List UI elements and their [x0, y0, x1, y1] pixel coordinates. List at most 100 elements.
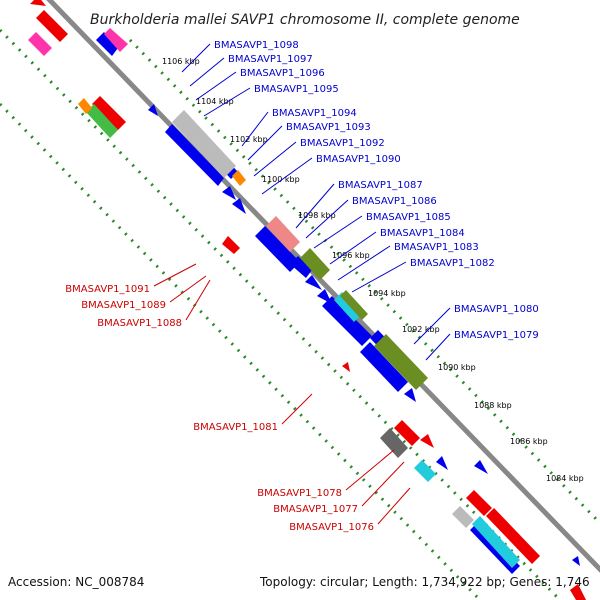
- tick-label: 1096 kbp: [332, 251, 370, 260]
- track-dotted-middle: [128, 38, 600, 525]
- gene-arrow[interactable]: [486, 508, 540, 564]
- gene-label-forward[interactable]: BMASAVP1_1094: [272, 108, 357, 119]
- gene-label-forward[interactable]: BMASAVP1_1087: [338, 180, 423, 191]
- gene-arrow[interactable]: [322, 296, 372, 346]
- leader-line: [253, 141, 297, 177]
- tick-label: 1098 kbp: [298, 211, 336, 220]
- gene-arrow[interactable]: [30, 0, 46, 6]
- gene-arrow-green[interactable]: [86, 104, 118, 138]
- tick-label: 1106 kbp: [162, 57, 200, 66]
- gene-label-forward[interactable]: BMASAVP1_1080: [454, 304, 539, 315]
- gene-label-forward[interactable]: BMASAVP1_1090: [316, 154, 401, 165]
- leader-line: [261, 157, 313, 195]
- gene-arrow-cyan[interactable]: [472, 516, 520, 568]
- gene-label-reverse[interactable]: BMASAVP1_1089: [81, 300, 166, 311]
- gene-group-red: [30, 0, 586, 600]
- gene-arrow[interactable]: [394, 420, 420, 446]
- gene-arrow-darkgray[interactable]: [380, 428, 408, 458]
- gene-arrow[interactable]: [436, 456, 448, 470]
- leader-line: [195, 71, 237, 101]
- gene-arrow-olive[interactable]: [300, 248, 330, 280]
- leader-line: [425, 333, 451, 361]
- tick-label: 1100 kbp: [262, 175, 300, 184]
- gene-arrow[interactable]: [420, 434, 434, 448]
- gene-label-reverse[interactable]: BMASAVP1_1078: [257, 488, 342, 499]
- gene-arrow[interactable]: [404, 388, 416, 402]
- gene-label-reverse[interactable]: BMASAVP1_1076: [289, 522, 374, 533]
- leader-line: [153, 263, 197, 287]
- leader-line: [345, 449, 395, 491]
- gene-arrow-cyan[interactable]: [334, 292, 362, 322]
- leader-line: [169, 275, 207, 303]
- gene-arrow[interactable]: [222, 186, 236, 200]
- tick-label: 1102 kbp: [230, 135, 268, 144]
- gene-arrow-cyan[interactable]: [414, 460, 436, 482]
- leader-line: [377, 487, 411, 525]
- gene-label-forward[interactable]: BMASAVP1_1095: [254, 84, 339, 95]
- tick-label: 1084 kbp: [546, 474, 584, 483]
- gene-arrow[interactable]: [255, 226, 300, 272]
- gene-arrow-orange[interactable]: [78, 98, 92, 114]
- gene-label-forward[interactable]: BMASAVP1_1085: [366, 212, 451, 223]
- gene-arrow[interactable]: [572, 556, 580, 566]
- topology-text: Topology: circular; Length: 1,734,922 bp…: [259, 575, 590, 589]
- map-title: Burkholderia mallei SAVP1 chromosome II,…: [90, 12, 520, 28]
- gene-arrow[interactable]: [290, 256, 312, 278]
- leader-line: [313, 215, 363, 249]
- gene-label-forward[interactable]: BMASAVP1_1083: [394, 242, 479, 253]
- leader-line: [189, 57, 225, 87]
- tick-label: 1104 kbp: [196, 97, 234, 106]
- gene-arrow[interactable]: [342, 362, 350, 372]
- gene-arrow-pink[interactable]: [28, 32, 52, 56]
- gene-arrow-orange[interactable]: [232, 170, 246, 186]
- gene-label-forward[interactable]: BMASAVP1_1084: [380, 228, 465, 239]
- gene-label-reverse[interactable]: BMASAVP1_1088: [97, 318, 182, 329]
- genome-backbone: [46, 0, 600, 573]
- leader-line: [351, 261, 407, 293]
- gene-arrow[interactable]: [232, 198, 246, 214]
- gene-arrow-olive[interactable]: [340, 290, 368, 320]
- tick-label: 1090 kbp: [438, 363, 476, 372]
- gene-arrow[interactable]: [92, 96, 126, 130]
- gene-arrow[interactable]: [305, 275, 322, 290]
- accession-text: Accession: NC_008784: [8, 575, 144, 589]
- tick-label: 1088 kbp: [474, 401, 512, 410]
- gene-arrow[interactable]: [222, 236, 240, 254]
- gene-label-forward[interactable]: BMASAVP1_1098: [214, 40, 299, 51]
- gene-arrow[interactable]: [36, 10, 68, 42]
- gene-arrow-gray[interactable]: [452, 506, 474, 528]
- tick-labels: 1106 kbp 1104 kbp 1102 kbp 1100 kbp 1098 kbp…: [162, 57, 584, 483]
- gene-label-reverse[interactable]: BMASAVP1_1077: [273, 504, 358, 515]
- gene-label-forward[interactable]: BMASAVP1_1079: [454, 330, 539, 341]
- gene-arrow[interactable]: [148, 104, 158, 116]
- tick-label: 1086 kbp: [510, 437, 548, 446]
- gene-label-forward[interactable]: BMASAVP1_1086: [352, 196, 437, 207]
- tick-label: 1094 kbp: [368, 289, 406, 298]
- gene-label-forward[interactable]: BMASAVP1_1096: [240, 68, 325, 79]
- gene-arrow[interactable]: [474, 460, 488, 474]
- gene-label-reverse[interactable]: BMASAVP1_1091: [65, 284, 150, 295]
- gene-arrow-olive[interactable]: [374, 334, 428, 390]
- leader-line: [305, 199, 349, 239]
- gene-label-forward[interactable]: BMASAVP1_1097: [228, 54, 313, 65]
- gene-label-forward[interactable]: BMASAVP1_1082: [410, 258, 495, 269]
- gene-arrow[interactable]: [360, 342, 408, 392]
- leader-line: [329, 231, 377, 265]
- gene-label-reverse[interactable]: BMASAVP1_1081: [193, 422, 278, 433]
- leader-line: [203, 87, 251, 117]
- gene-arrow[interactable]: [165, 124, 224, 186]
- gene-arrow-gray[interactable]: [172, 110, 236, 178]
- reverse-gene-labels: BMASAVP1_1091BMASAVP1_1089BMASAVP1_1088B…: [65, 263, 411, 533]
- gene-arrow-salmon[interactable]: [266, 216, 300, 252]
- gene-arrow-pink[interactable]: [104, 28, 128, 52]
- gene-arrow[interactable]: [570, 584, 586, 600]
- forward-gene-labels: BMASAVP1_1098BMASAVP1_1097BMASAVP1_1096B…: [181, 40, 539, 361]
- gene-label-forward[interactable]: BMASAVP1_1093: [286, 122, 371, 133]
- leader-line: [181, 43, 211, 73]
- gene-arrow[interactable]: [466, 490, 492, 516]
- gene-arrow[interactable]: [96, 32, 118, 56]
- gene-label-forward[interactable]: BMASAVP1_1092: [300, 138, 385, 149]
- leader-line: [337, 245, 391, 281]
